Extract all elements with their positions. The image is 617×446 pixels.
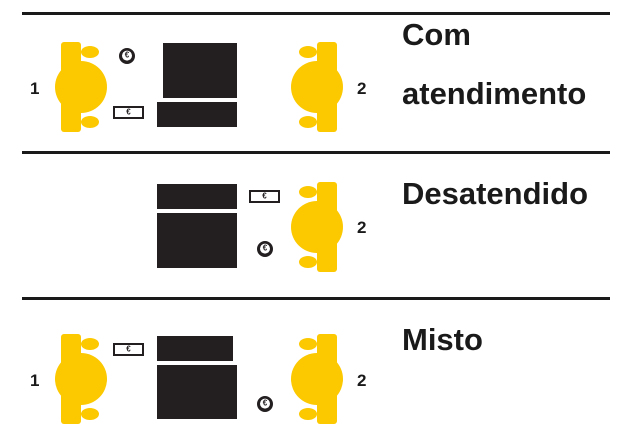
banknote-icon: € [249,190,280,203]
banknote-icon: € [113,343,144,356]
divider-top [22,12,610,15]
person-number: 1 [30,371,40,390]
person-number: 1 [30,79,40,98]
coin-icon: € [119,48,135,64]
counter-bottom [157,213,237,268]
coin-icon: € [257,396,273,412]
person-icon [48,334,114,424]
section-label-line2: atendimento [402,76,587,111]
section-label-line1: Com [402,17,471,52]
counter-top [157,336,233,361]
counter-top [157,184,237,209]
counter-top [163,43,237,98]
person-icon [48,42,114,132]
section-label: Misto [402,322,483,357]
person-icon [284,42,350,132]
person-number: 2 [357,371,367,390]
coin-icon: € [257,241,273,257]
person-number: 2 [357,79,367,98]
person-icon [284,182,350,272]
counter-bottom [157,365,237,419]
counter-bottom [157,102,237,127]
person-number: 2 [357,218,367,237]
divider-bottom [22,297,610,300]
person-icon [284,334,350,424]
banknote-icon: € [113,106,144,119]
divider-middle [22,151,610,154]
section-label: Desatendido [402,176,589,211]
